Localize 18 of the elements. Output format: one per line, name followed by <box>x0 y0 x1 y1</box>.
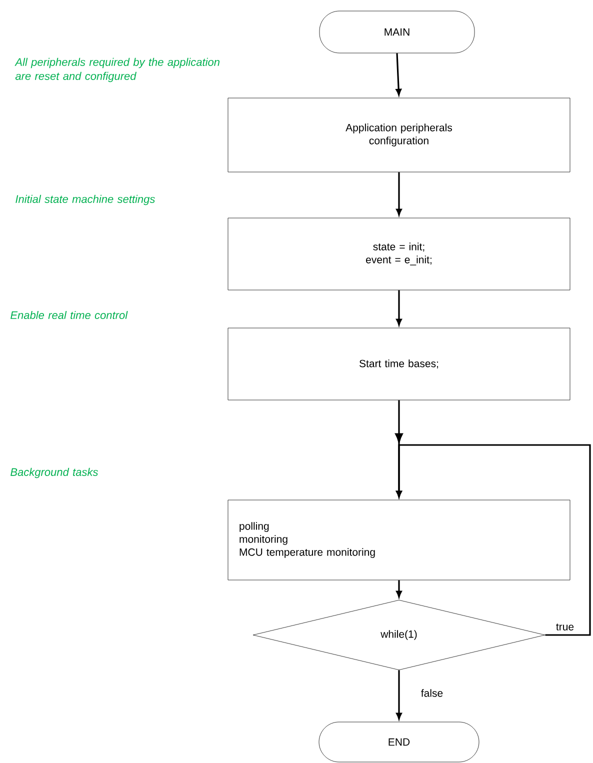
process-box: state = init; event = e_init; <box>228 218 570 290</box>
process-box: polling monitoring MCU temperature monitoring <box>228 500 570 580</box>
process-box: Application peripherals configuration <box>228 98 570 172</box>
arrow <box>396 53 402 96</box>
annotation-text: All peripherals required by the application are reset and configured <box>14 58 220 82</box>
arrow <box>396 670 402 720</box>
arrow <box>396 172 402 216</box>
terminal-capsule: END <box>318 722 480 762</box>
terminal-capsule: MAIN <box>319 10 475 54</box>
annotation-text: Enable real time control <box>10 310 128 320</box>
annotation-text: Initial state machine settings <box>16 194 155 206</box>
arrow <box>396 290 402 326</box>
annotation-text: Background tasks <box>10 468 98 478</box>
loop-arrow <box>395 433 591 636</box>
arrow <box>396 580 402 598</box>
edge-label: true <box>554 622 576 632</box>
process-box: Start time bases; <box>228 328 570 400</box>
edge-label: false <box>420 688 444 698</box>
